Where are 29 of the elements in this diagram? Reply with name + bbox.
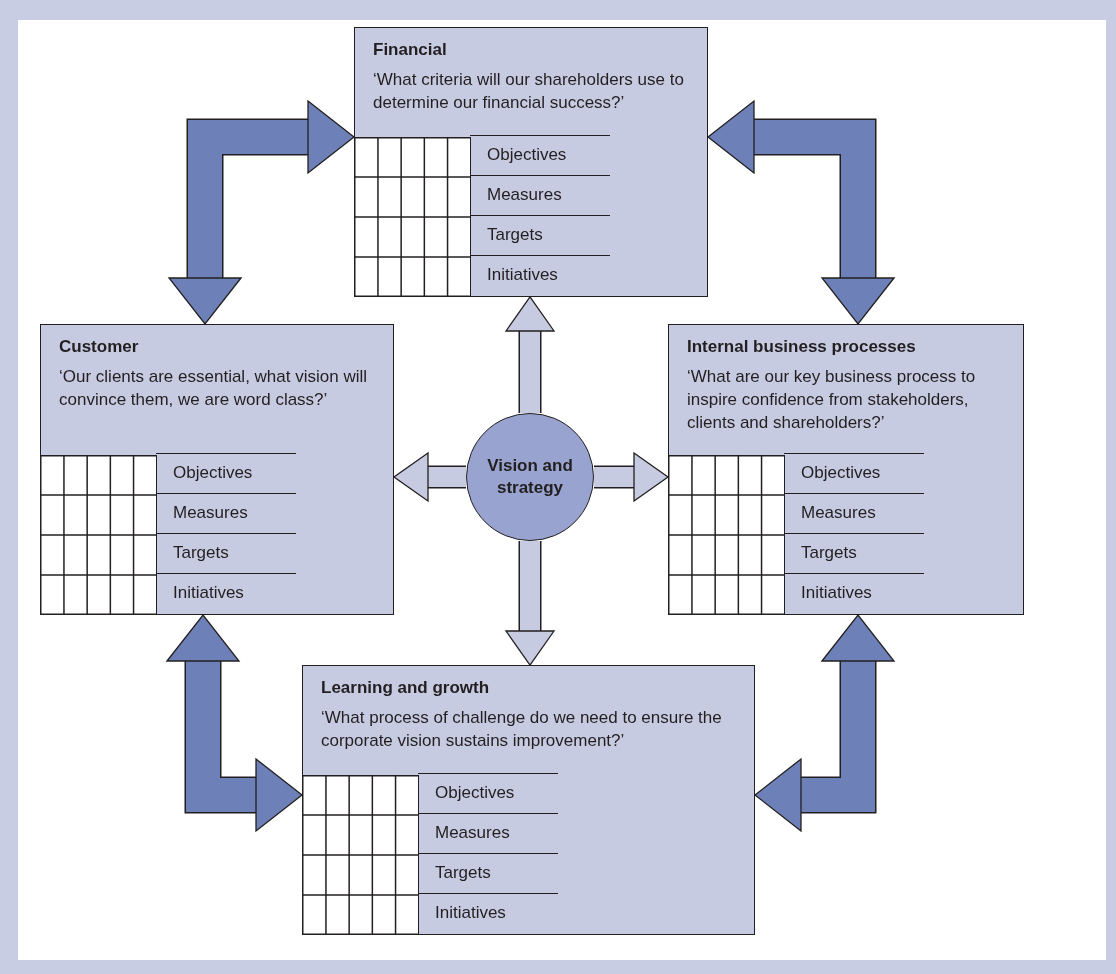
- row-label: Initiatives: [784, 573, 924, 613]
- perspective-card: [668, 324, 1024, 615]
- perspective-card: [302, 665, 755, 935]
- card-heading: Internal business processes: [687, 337, 916, 357]
- perspective-card: [40, 324, 394, 615]
- row-label: Objectives: [418, 773, 558, 813]
- row-label: Objectives: [784, 453, 924, 493]
- row-label: Initiatives: [470, 255, 610, 295]
- row-label: Measures: [784, 493, 924, 533]
- row-label: Targets: [156, 533, 296, 573]
- card-question: ‘What are our key business process to inspire confidence from stakeholders, clients and shareholders?’: [687, 366, 977, 434]
- card-heading: Financial: [373, 40, 447, 60]
- row-label: Objectives: [470, 135, 610, 175]
- card-heading: Learning and growth: [321, 678, 490, 698]
- row-label: Measures: [470, 175, 610, 215]
- row-label: Targets: [470, 215, 610, 255]
- row-label: Initiatives: [418, 893, 558, 933]
- card-question: ‘What criteria will our shareholders use to determine our financial success?’: [373, 69, 685, 114]
- row-label: Targets: [418, 853, 558, 893]
- row-label: Measures: [418, 813, 558, 853]
- card-question: ‘Our clients are essential, what vision will convince them, we are word class?’: [59, 366, 368, 411]
- row-label: Objectives: [156, 453, 296, 493]
- circle-label: Vision and strategy: [486, 455, 574, 499]
- card-question: ‘What process of challenge do we need to ensure the corporate vision sustains improvement?’: [321, 707, 723, 752]
- row-label: Measures: [156, 493, 296, 533]
- perspective-card: [354, 27, 708, 297]
- row-label: Targets: [784, 533, 924, 573]
- row-label: Initiatives: [156, 573, 296, 613]
- card-heading: Customer: [59, 337, 139, 357]
